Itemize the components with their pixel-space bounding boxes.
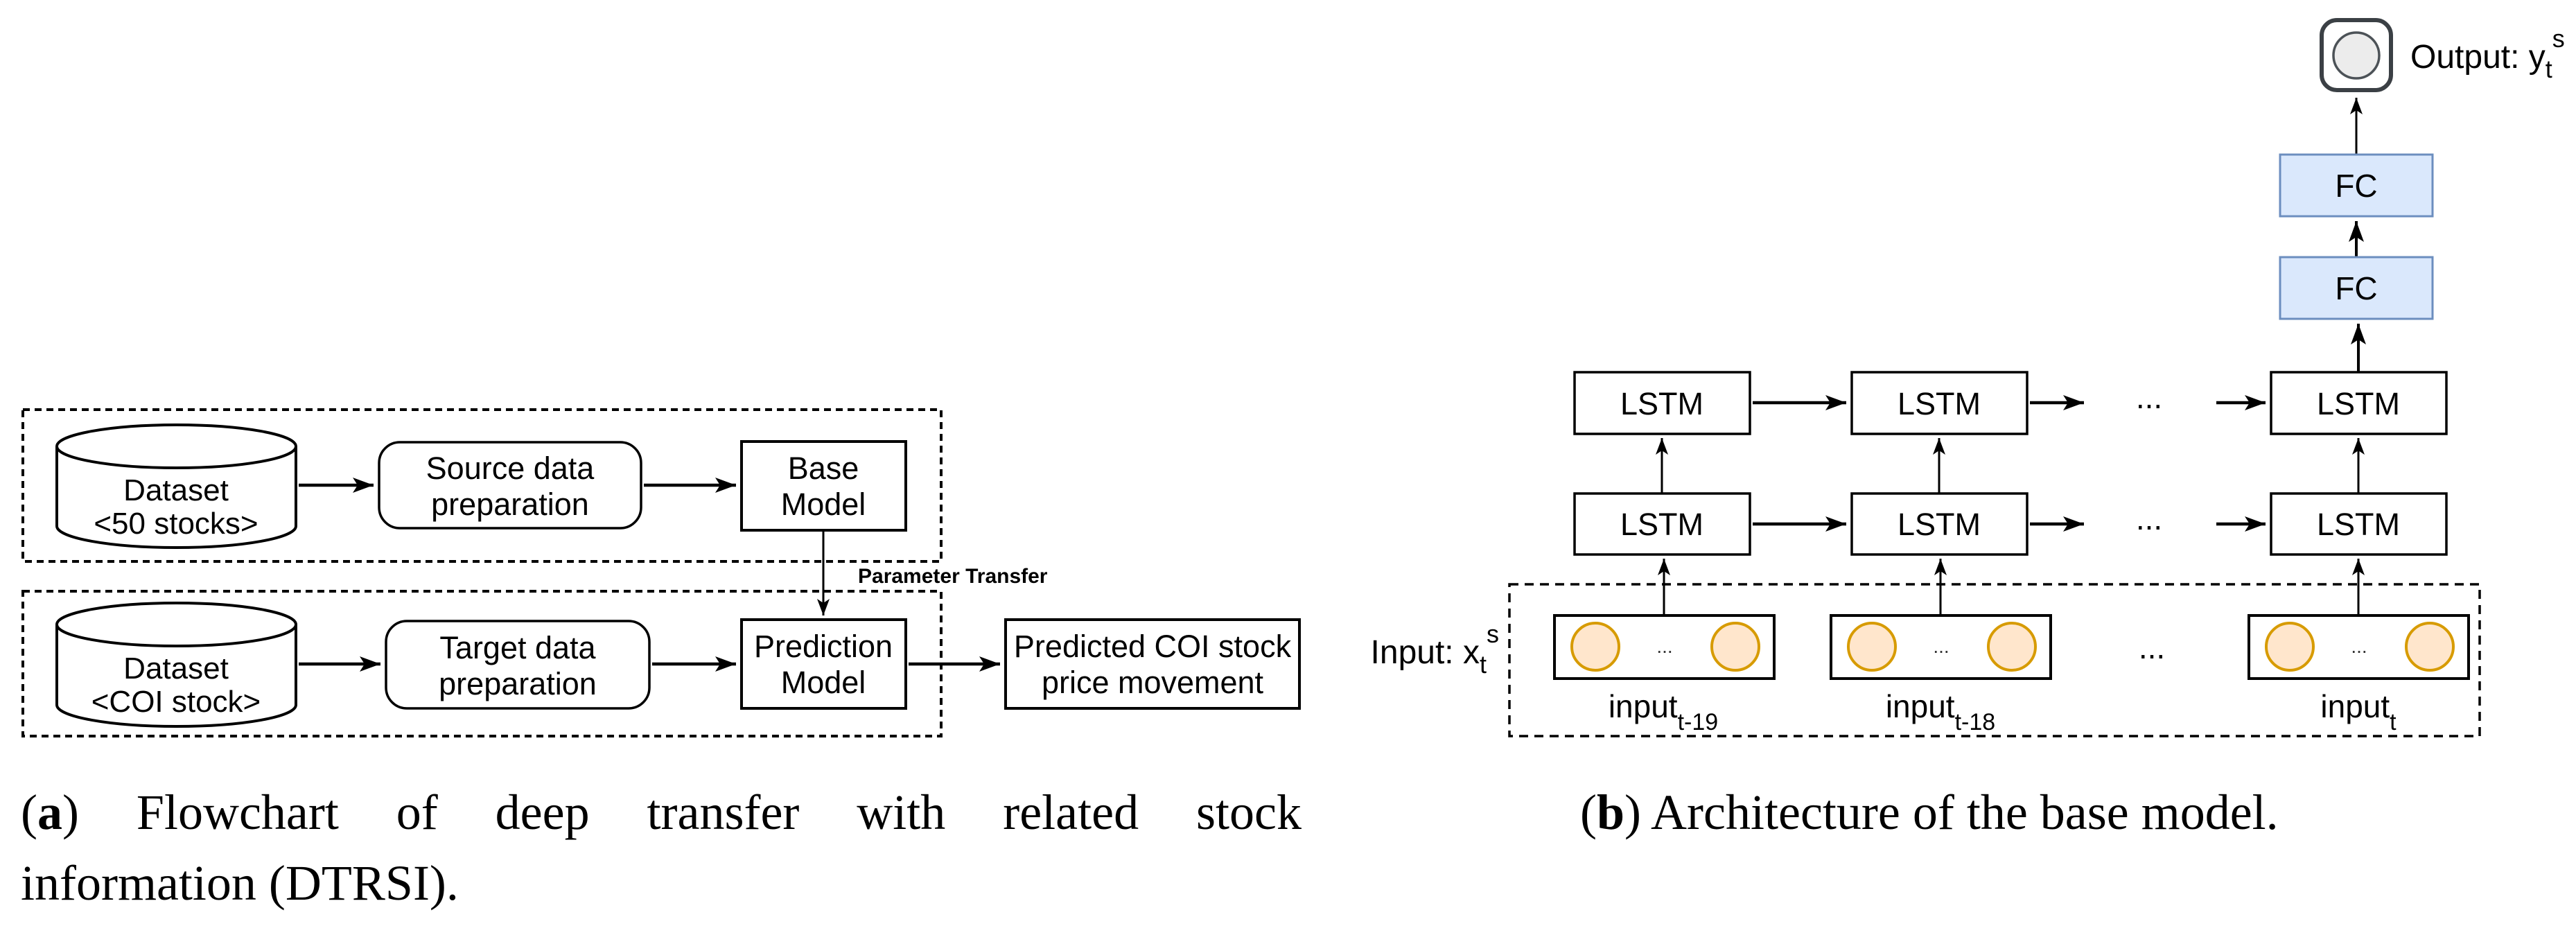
caption-b-marker: b: [1596, 785, 1625, 840]
parameter-transfer-label: Parameter Transfer: [858, 565, 1048, 588]
input-label-base: Input: x: [1371, 634, 1480, 671]
input-3-label-base: input: [2320, 688, 2390, 724]
fc2-label: FC: [2335, 270, 2377, 306]
caption-a-paren-close: ): [62, 785, 79, 840]
input-2-label: inputt-18: [1886, 688, 1995, 735]
caption-b-text: Architecture of the base model.: [1651, 785, 2279, 840]
input-1-label-base: input: [1609, 688, 1678, 724]
caption-a-paren-open: (: [21, 785, 37, 840]
base-model-box: Base Model: [740, 440, 907, 532]
input-3-neuron-left: [2265, 622, 2315, 672]
prediction-model-box: Prediction Model: [740, 618, 907, 710]
input-1-label: inputt-19: [1609, 688, 1718, 735]
input-label-sub: t: [1480, 650, 1487, 679]
lstm-bottom-3-rect: [2270, 492, 2448, 556]
input-2-neuron-left: [1847, 622, 1897, 672]
source-dataset-label-line1: Dataset: [123, 473, 229, 507]
target-prep-label-line1: Target data: [439, 630, 596, 665]
caption-a-text-line1: Flowchart of deep transfer with related …: [136, 785, 1302, 840]
lstm-top-2-rect: [1850, 371, 2029, 435]
input-1-neuron-right: [1710, 622, 1760, 672]
output-label-sup: s: [2552, 24, 2565, 53]
source-dataset-cylinder: Dataset <50 stocks>: [55, 423, 297, 549]
input-1-neuron-left: [1570, 622, 1620, 672]
lstm-bottom-3-label: LSTM: [2317, 507, 2400, 542]
target-prep-box: Target data preparation: [385, 620, 651, 710]
fc2-rect: [2279, 256, 2434, 320]
fc1-rect: [2279, 153, 2434, 218]
caption-a-marker: a: [37, 785, 62, 840]
input-3-label-sub: t: [2390, 709, 2397, 735]
input-row-ellipsis: ...: [2139, 629, 2165, 665]
output-node: [2320, 18, 2393, 92]
input-2-label-base: input: [1886, 688, 1955, 724]
fc1-label: FC: [2335, 168, 2377, 204]
caption-b-paren-open: (: [1580, 785, 1597, 840]
target-dataset-label-line2: <COI stock>: [91, 685, 261, 719]
caption-b-paren-close: ): [1624, 785, 1642, 840]
input-3-neuron-ellipsis: ...: [2351, 636, 2367, 657]
lstm-bottom-2-label: LSTM: [1898, 507, 1981, 542]
input-1-neuron-ellipsis: ...: [1656, 636, 1672, 657]
lstm-top-1-label: LSTM: [1620, 386, 1703, 421]
caption-b: (b) Architecture of the base model.: [1580, 787, 2279, 837]
output-label-sub: t: [2546, 55, 2552, 83]
input-3-neuron-right: [2405, 622, 2455, 672]
input-label-sup: s: [1487, 620, 1499, 648]
source-dataset-label-line2: <50 stocks>: [94, 507, 258, 541]
input-box-2: ... inputt-18: [1830, 614, 2052, 735]
predicted-result-label-line2: price movement: [1042, 665, 1264, 700]
panel-b-architecture: Output: yts FC FC LSTM LSTM LSTM ...: [1371, 18, 2565, 737]
target-dataset-label-line1: Dataset: [123, 652, 229, 685]
output-neuron-circle: [2332, 31, 2381, 80]
fc-box-1: FC: [2279, 153, 2434, 218]
input-side-label: Input: xts: [1371, 620, 1499, 679]
input-2-label-sub: t-18: [1955, 709, 1996, 735]
caption-a-line1: (a) Flowchart of deep transfer with rela…: [21, 787, 1302, 837]
lstm-bottom-1-label: LSTM: [1620, 507, 1703, 542]
prediction-model-label-line2: Model: [781, 665, 866, 700]
lstm-bottom-row-ellipsis: ...: [2136, 500, 2162, 536]
lstm-top-3-rect: [2270, 371, 2448, 435]
input-group-dashed-box: [1508, 583, 2481, 737]
lstm-row-top: LSTM LSTM LSTM ...: [1573, 371, 2448, 435]
panel-a-flowchart: Dataset <50 stocks> Source data preparat…: [21, 408, 1301, 737]
lstm-bottom-2-rect: [1850, 492, 2029, 556]
base-model-label-line2: Model: [781, 487, 866, 522]
source-prep-label-line1: Source data: [426, 451, 595, 486]
lstm-top-2-label: LSTM: [1898, 386, 1981, 421]
target-prep-label-line2: preparation: [439, 666, 597, 701]
target-dataset-cylinder: Dataset <COI stock>: [55, 602, 297, 728]
source-prep-label-line2: preparation: [431, 487, 589, 522]
input-2-neuron-ellipsis: ...: [1933, 636, 1949, 657]
lstm-top-3-label: LSTM: [2317, 386, 2400, 421]
caption-a-line2: information (DTRSI).: [21, 855, 459, 911]
output-label: Output: yts: [2410, 24, 2565, 83]
input-box-3: ... inputt: [2248, 614, 2470, 735]
input-2-neuron-right: [1987, 622, 2037, 672]
output-label-base: Output: y: [2410, 39, 2546, 76]
lstm-top-row-ellipsis: ...: [2136, 379, 2162, 415]
input-1-label-sub: t-19: [1678, 709, 1719, 735]
lstm-row-bottom: LSTM LSTM LSTM ...: [1573, 492, 2448, 556]
predicted-result-box: Predicted COI stock price movement: [1004, 618, 1301, 710]
predicted-result-label-line1: Predicted COI stock: [1014, 629, 1292, 664]
lstm-top-1-rect: [1573, 371, 1751, 435]
source-group-dashed-box: [21, 408, 943, 563]
input-3-label: inputt: [2320, 688, 2397, 735]
source-prep-box: Source data preparation: [378, 441, 642, 530]
input-box-1: ... inputt-19: [1553, 614, 1776, 735]
prediction-model-label-line1: Prediction: [754, 629, 893, 664]
base-model-label-line1: Base: [788, 451, 859, 486]
lstm-bottom-1-rect: [1573, 492, 1751, 556]
fc-box-2: FC: [2279, 256, 2434, 320]
